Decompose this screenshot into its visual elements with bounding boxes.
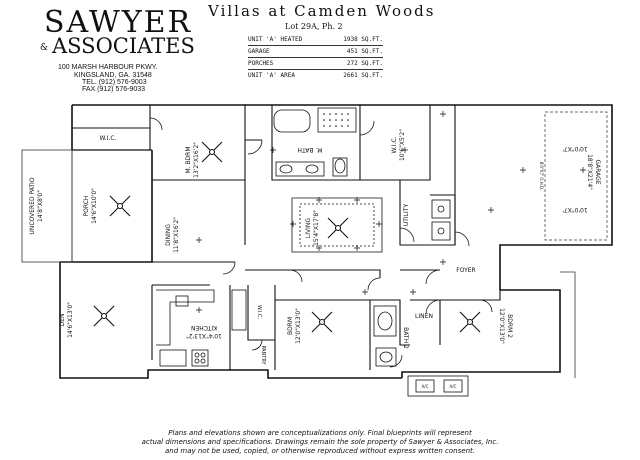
ac-label-2: A/C: [450, 384, 457, 389]
room-dim-den: 14'6"X13'0": [67, 302, 74, 338]
room-dim-patio: 14'8"X8'0": [37, 190, 44, 222]
room-label-kitchen: KITCHEN: [191, 324, 217, 331]
room-dim-living: 15'4"X17'8": [313, 210, 320, 246]
plan-title: Villas at Camden Woods: [208, 2, 436, 20]
room-label-garage: GARAGE: [594, 159, 601, 184]
garage-overhead-doors: [544, 111, 608, 241]
room-label-living: LIVING: [305, 218, 312, 238]
disclaimer-line-3: and may not be used, copied, or otherwis…: [165, 447, 475, 455]
logo-address-line1: 100 MARSH HARBOUR PKWY.: [58, 64, 158, 71]
plan-subtitle: Lot 29A, Ph. 2: [285, 22, 343, 31]
shower-tile-pattern: [323, 113, 349, 127]
logo-line-sawyer: SAWYER: [44, 5, 193, 40]
area-label: GARAGE: [248, 48, 270, 55]
room-label-pantry: PANTRY: [260, 345, 266, 365]
area-row: UNIT 'A' AREA 2661 SQ.FT.: [248, 70, 383, 81]
logo-ampersand: &: [40, 43, 49, 53]
living-tray-ceiling: [291, 197, 383, 253]
room-label-patio: UNCOVERED PATIO: [29, 177, 36, 234]
ceiling-fan-icon: [327, 217, 349, 239]
logo-line-associates: ASSOCIATES: [52, 34, 195, 58]
room-label-foyer: FOYER: [456, 267, 475, 274]
ceiling-fan-icon: [459, 311, 481, 333]
utility-appliances: [431, 199, 451, 241]
room-dim-dining: 11'8"X16'2": [173, 217, 180, 253]
area-table: UNIT 'A' HEATED 1938 SQ.FT. GARAGE 451 SQ.…: [248, 34, 383, 81]
ceiling-fan-icon: [201, 141, 223, 163]
logo-address-line2: KINGSLAND, GA. 31548: [74, 72, 152, 79]
area-value: 1938 SQ.FT.: [343, 36, 383, 43]
area-value: 272 SQ.FT.: [346, 60, 383, 67]
ac-units: [407, 375, 469, 397]
room-label-den: DEN: [59, 314, 66, 327]
room-dim-kitchen: 10'4"X13'2": [186, 332, 222, 339]
room-label-wic-2: W.I.C.: [391, 136, 398, 153]
ceiling-fan-icon: [93, 305, 115, 327]
ceiling-fan-icon: [109, 195, 131, 217]
area-value: 2661 SQ.FT.: [343, 72, 383, 79]
ac-label-1: A/C: [422, 384, 429, 389]
exterior-walls: [59, 104, 613, 379]
room-label-master-bedroom: M. BDRM: [185, 146, 192, 173]
room-label-master-bath: M. BATH: [298, 146, 323, 153]
room-label-wic: W.I.C.: [100, 135, 117, 142]
driveway-edge: [560, 271, 576, 378]
room-labels: W.I.C. M. BDRM 13'2"X16'2" M. BATH W.I.C…: [29, 129, 601, 389]
room-label-utility: UTILITY: [403, 204, 410, 227]
area-row: PORCHES 272 SQ.FT.: [248, 58, 383, 70]
ceiling-fan-icon: [311, 311, 333, 333]
disclaimer-line-1: Plans and elevations shown are conceptua…: [168, 429, 472, 437]
room-dim-wic-2: 10'6"X5'2": [399, 129, 406, 161]
garage-door-2: 10'0"X7': [562, 206, 588, 213]
room-label-bedroom-2: BDRM 2: [506, 314, 513, 338]
area-value: 451 SQ.FT.: [346, 48, 383, 55]
room-label-porch: PORCH: [83, 196, 90, 217]
room-dim-bedroom-2: 12'0"X13'0": [498, 308, 505, 344]
area-label: PORCHES: [248, 60, 274, 67]
interior-walls: [72, 105, 501, 370]
room-label-bedroom-3: BDRM: [287, 317, 294, 335]
bath-fixtures: [273, 107, 397, 367]
room-label-linen: LINEN: [415, 313, 433, 320]
disclaimer-line-2: actual dimensions and specifications. Dr…: [141, 438, 499, 446]
area-row: UNIT 'A' HEATED 1938 SQ.FT.: [248, 34, 383, 46]
room-dim-porch: 14'6"X10'0": [91, 188, 98, 224]
logo-fax: FAX (912) 576-9033: [82, 86, 146, 93]
area-label: UNIT 'A' AREA: [248, 72, 295, 79]
area-row: GARAGE 451 SQ.FT.: [248, 46, 383, 58]
room-dim-master-bedroom: 13'2"X16'2": [193, 142, 200, 178]
room-dim-garage: 18'8"X21'4": [586, 154, 593, 190]
door-swings: [149, 117, 493, 368]
room-dim-bedroom-3: 12'0"X13'0": [295, 308, 302, 344]
company-logo: SAWYER ASSOCIATES & 100 MARSH HARBOUR PK…: [38, 6, 195, 94]
light-fixtures: [196, 111, 586, 313]
area-label: UNIT 'A' HEATED: [248, 36, 303, 43]
garage-door-1: 10'0"X7': [562, 145, 588, 152]
garage-side-door: 8'0"X7' O.H.D.: [539, 162, 544, 191]
room-label-dining: DINING: [165, 224, 172, 246]
logo-telephone: TEL. (912) 576-9003: [82, 79, 147, 86]
kitchen-counters: [156, 289, 247, 367]
ceiling-fans: [93, 141, 481, 333]
room-label-bath-2: BATH 2: [402, 327, 409, 349]
room-label-wic-3: W.I.C.: [256, 305, 262, 320]
